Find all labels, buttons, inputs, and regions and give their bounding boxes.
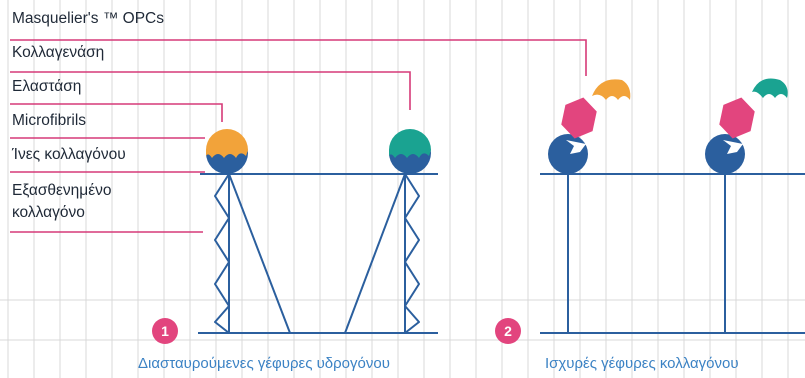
- label-microfibrils: Microfibrils: [12, 112, 87, 129]
- panel-1-right-molecule: [389, 129, 431, 174]
- badge-circle: [495, 318, 521, 344]
- panel-1-right-zigzag: [404, 173, 420, 334]
- panel-2-caption: Ισχυρές γέφυρες κολλαγόνου: [545, 355, 739, 372]
- label-elastase: Ελαστάση: [12, 78, 82, 95]
- collagenase-cap: [389, 129, 431, 158]
- panel-1-left-molecule: [206, 129, 248, 174]
- panel-1-left-zigzag: [214, 173, 230, 334]
- label-opcs: Masquelier's ™ OPCs: [12, 10, 164, 27]
- panel-2-left-molecule: [548, 79, 631, 174]
- leader-elastase: [10, 103, 223, 122]
- badge-number: 2: [504, 323, 512, 339]
- panel-1-left-diagonal: [228, 173, 291, 334]
- collagen-fiber-ball: [548, 134, 588, 174]
- label-collagenase: Κολλαγενάση: [12, 44, 105, 61]
- panel-1-badge: 1: [152, 318, 178, 344]
- ball-notch: [566, 140, 586, 154]
- badge-number: 1: [161, 323, 169, 339]
- panel-1-caption: Διασταυρούμενες γέφυρες υδρογόνου: [138, 355, 390, 372]
- leader-lines: [10, 39, 587, 233]
- leader-opcs: [10, 39, 587, 76]
- ball-notch: [723, 140, 743, 154]
- collagenase-detached: [752, 78, 788, 98]
- leader-collagenase: [10, 71, 411, 110]
- label-weakened-collagen-line2: κολλαγόνο: [12, 204, 85, 221]
- label-weakened-collagen-line1: Εξασθενημένο: [12, 182, 112, 199]
- elastase-cap: [206, 129, 248, 158]
- panel-2-badge: 2: [495, 318, 521, 344]
- opc-hexagon: [719, 97, 755, 139]
- opc-hexagon: [561, 97, 597, 139]
- badge-circle: [152, 318, 178, 344]
- panel-2-right-molecule: [705, 78, 788, 174]
- collagen-fiber-ball: [705, 134, 745, 174]
- panel-1-structure: [198, 173, 438, 334]
- elastase-detached: [592, 79, 631, 100]
- panel-2-structure: [540, 173, 805, 334]
- panel-1-right-diagonal: [344, 173, 406, 334]
- label-collagen-fibers: Ίνες κολλαγόνου: [12, 146, 126, 163]
